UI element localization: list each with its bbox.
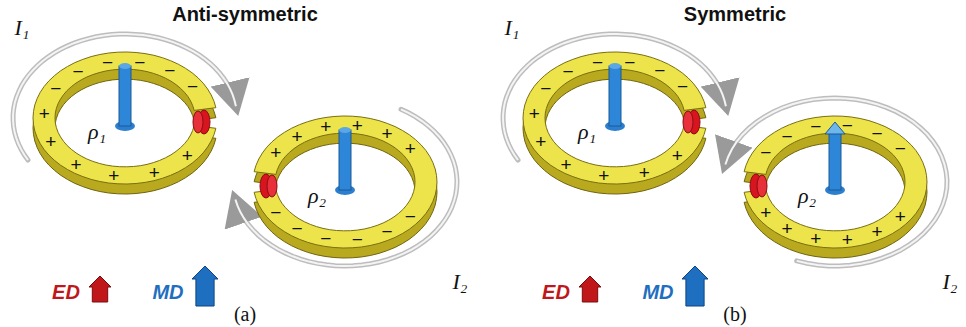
charge-sign: − — [677, 77, 688, 96]
charge-sign: + — [108, 165, 119, 184]
split-ring — [744, 116, 927, 248]
charge-sign: − — [320, 228, 331, 247]
charge-sign: + — [760, 202, 771, 221]
charge-sign: − — [134, 52, 145, 71]
md-arrow — [192, 266, 218, 306]
charge-sign: − — [624, 52, 635, 71]
charge-sign: − — [187, 77, 198, 96]
charge-sign: + — [842, 229, 853, 248]
charge-sign: − — [871, 123, 882, 142]
charge-sign: + — [149, 162, 160, 181]
charge-sign: + — [598, 165, 609, 184]
dipole-rod — [339, 130, 351, 190]
charge-sign: + — [270, 143, 281, 162]
panel-title: Anti-symmetric — [172, 4, 318, 24]
charge-sign: − — [895, 139, 906, 158]
rod-top — [339, 127, 351, 133]
current-arrow — [725, 98, 947, 266]
charge-sign: − — [381, 222, 392, 241]
charge-sign: − — [592, 52, 603, 71]
split-ring — [254, 116, 437, 248]
current-arrow — [235, 109, 457, 266]
charge-sign: − — [654, 61, 665, 80]
current-arrow-highlight — [725, 98, 947, 266]
dipole-rod — [119, 66, 131, 126]
gap-capacitor — [267, 175, 277, 197]
gap-capacitor — [683, 111, 693, 133]
charge-label: ρ₂ — [798, 185, 816, 207]
charge-sign: + — [639, 162, 650, 181]
charge-label: ρ₂ — [308, 185, 326, 207]
charge-sign: − — [292, 219, 303, 238]
charge-sign: + — [810, 228, 821, 247]
charge-sign: − — [782, 126, 793, 145]
charge-sign: − — [270, 202, 281, 221]
panel-label: (b) — [723, 304, 746, 324]
charge-sign: + — [352, 116, 363, 135]
dipole-rod — [609, 66, 621, 126]
charge-sign: − — [164, 61, 175, 80]
charge-sign: − — [72, 62, 83, 81]
current-label: I₁ — [505, 17, 520, 39]
split-ring — [33, 52, 216, 184]
charge-sign: + — [292, 126, 303, 145]
charge-sign: − — [562, 62, 573, 81]
panel-label: (a) — [234, 304, 256, 324]
gap-capacitor — [193, 111, 203, 133]
ed-arrow — [89, 276, 111, 302]
ed-arrow — [579, 276, 601, 302]
ed-label: ED — [52, 282, 80, 302]
charge-sign: + — [535, 132, 546, 151]
charge-label: ρ₁ — [578, 121, 596, 143]
charge-sign: − — [810, 117, 821, 136]
charge-sign: − — [842, 116, 853, 135]
md-label: MD — [642, 282, 673, 302]
rod-top — [119, 63, 131, 69]
ed-label: ED — [542, 282, 570, 302]
rod-top — [609, 63, 621, 69]
charge-sign: − — [50, 78, 61, 97]
current-arrow-highlight — [235, 109, 457, 266]
charge-sign: + — [529, 103, 540, 122]
charge-sign: + — [71, 154, 82, 173]
charge-sign: + — [45, 132, 56, 151]
charge-sign: + — [871, 222, 882, 241]
charge-sign: − — [352, 229, 363, 248]
charge-sign: − — [405, 206, 416, 225]
charge-sign: + — [561, 154, 572, 173]
split-ring — [523, 52, 706, 184]
charge-sign: + — [381, 123, 392, 142]
charge-label: ρ₁ — [88, 121, 106, 143]
gap-capacitor — [757, 175, 767, 197]
dipole-rod — [829, 130, 841, 190]
charge-sign: − — [760, 143, 771, 162]
charge-sign: + — [39, 103, 50, 122]
current-label: I₂ — [453, 271, 468, 293]
md-label: MD — [152, 282, 183, 302]
current-label: I₂ — [943, 271, 958, 293]
charge-sign: + — [782, 219, 793, 238]
charge-sign: − — [102, 52, 113, 71]
charge-sign: + — [895, 206, 906, 225]
charge-sign: + — [672, 145, 683, 164]
md-arrow — [682, 266, 708, 306]
charge-sign: + — [182, 145, 193, 164]
current-label: I₁ — [15, 17, 30, 39]
panel-title: Symmetric — [684, 4, 786, 24]
charge-sign: + — [405, 139, 416, 158]
charge-sign: + — [320, 117, 331, 136]
charge-sign: − — [540, 78, 551, 97]
